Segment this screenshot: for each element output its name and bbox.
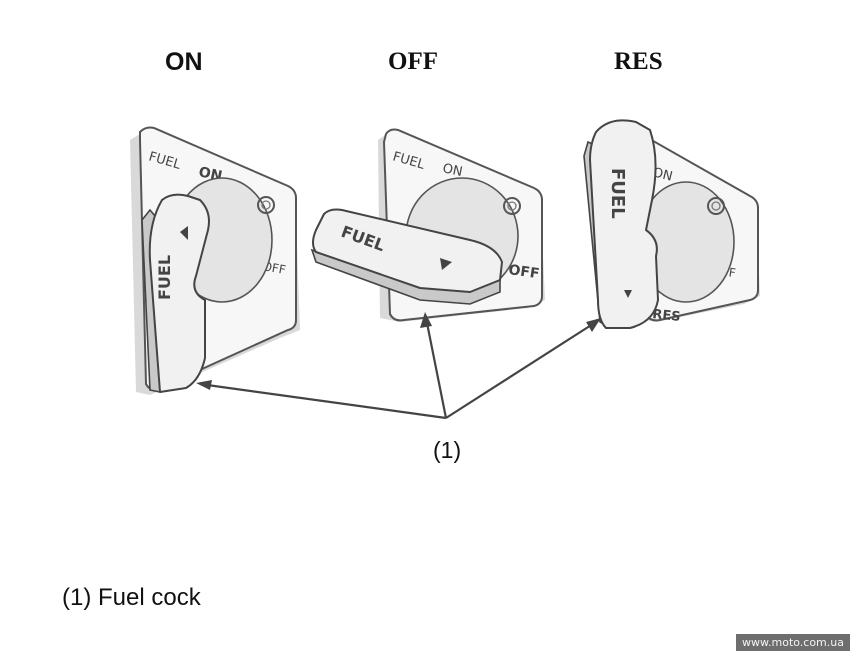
lever-label-on: FUEL (155, 255, 174, 300)
fuel-lever-on (148, 193, 210, 393)
mounting-hole-icon (257, 196, 275, 214)
arrowhead-icon (196, 380, 212, 390)
leader-to-res-lever (445, 321, 597, 419)
position-label-res: RES (614, 48, 663, 75)
lever-arrow-icon (180, 226, 188, 240)
position-label-on: ON (165, 48, 203, 76)
figure-caption: (1) Fuel cock (62, 584, 201, 611)
plate-marking-on: ON (441, 161, 464, 180)
callout-leader-lines (196, 312, 601, 420)
plate-marking-off: OFF (507, 262, 540, 282)
arrowhead-icon (420, 312, 432, 328)
mounting-hole-icon (503, 197, 521, 215)
plate-marking-res: RES (652, 307, 682, 325)
lever-arrow-icon (440, 258, 452, 270)
mounting-hole-icon (707, 197, 725, 215)
fuel-cock-off-position: FUEL ON FUEL OFF (310, 128, 545, 322)
lever-arrow-icon (624, 290, 632, 298)
fuel-cock-res-position: ON OFF RES FUEL (583, 119, 760, 329)
fuel-cock-on-position: FUEL ON OFF FUEL (130, 126, 300, 395)
fuel-lever-off (312, 208, 503, 293)
leader-to-on-lever (199, 382, 447, 420)
leader-to-off-lever (424, 317, 448, 419)
lever-label-res: FUEL (607, 168, 628, 219)
watermark: www.moto.com.ua (736, 634, 850, 651)
callout-number: (1) (433, 437, 462, 463)
plate-marking-on: ON (651, 165, 674, 184)
fuel-lever-res (589, 119, 659, 329)
arrowhead-icon (586, 318, 601, 332)
position-label-off: OFF (388, 48, 438, 75)
